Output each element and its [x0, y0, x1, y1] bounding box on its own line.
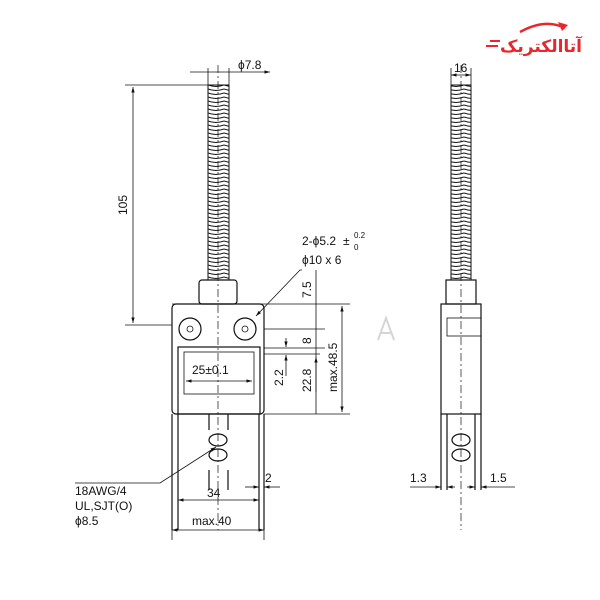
dim-25: 25±0.1 — [192, 363, 229, 377]
front-view: ϕ7.8 105 2-ϕ5.2 ± 0.2 0 ϕ10 x 6 7.5 8 2.… — [75, 58, 366, 540]
dim-length: 105 — [116, 195, 130, 215]
hole-spec-line2: ϕ10 x 6 — [302, 253, 342, 267]
cable-spec-3: ϕ8.5 — [75, 514, 99, 528]
cable-spec-2: UL,SJT(O) — [75, 499, 132, 513]
dim-22-8: 22.8 — [300, 368, 314, 392]
dim-1-5: 1.5 — [490, 471, 507, 485]
hole-tolerance-lower: 0 — [354, 243, 359, 252]
dim-max-48-5: max.48.5 — [326, 342, 340, 392]
dim-max-40: max.40 — [192, 514, 232, 528]
side-view: 16 1.3 1.5 — [410, 61, 515, 530]
svg-text:آتاالکتریک: آتاالکتریک — [500, 35, 583, 57]
hole-tolerance-upper: 0.2 — [354, 231, 366, 240]
watermark — [377, 315, 395, 341]
hole-tolerance-sign: ± — [343, 234, 350, 248]
cable-spec-1: 18AWG/4 — [75, 484, 127, 498]
brand-logo: آتاالکتریک — [486, 22, 583, 57]
dim-cable-diameter: ϕ7.8 — [238, 58, 262, 72]
dim-2-2: 2.2 — [272, 369, 286, 386]
dim-7-5: 7.5 — [300, 281, 314, 298]
dim-8: 8 — [300, 337, 314, 344]
dim-2: 2 — [265, 471, 272, 485]
dim-34: 34 — [207, 486, 221, 500]
dim-16: 16 — [454, 61, 468, 75]
dim-1-3: 1.3 — [410, 471, 427, 485]
hole-spec-line1: 2-ϕ5.2 — [302, 234, 336, 248]
